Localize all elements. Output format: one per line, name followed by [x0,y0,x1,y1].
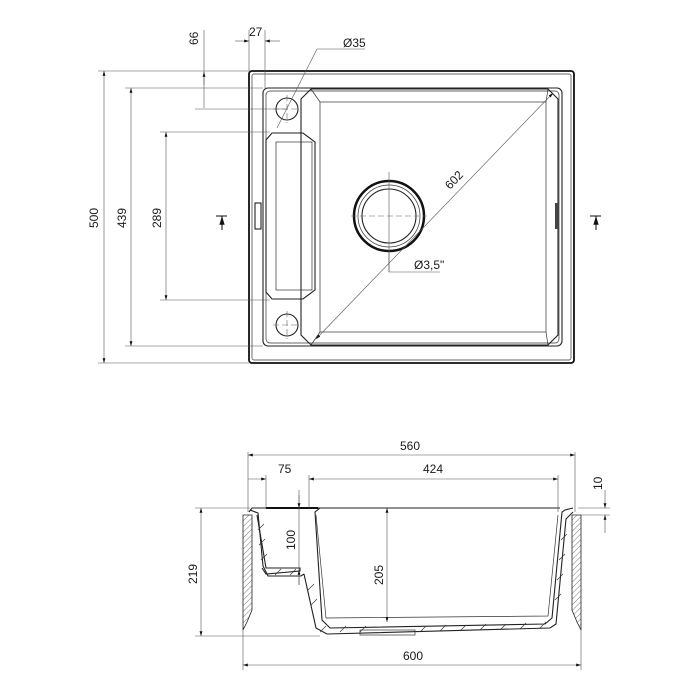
drainer-recess [265,132,316,300]
sink-section-profile [248,507,574,636]
section-marker-left [216,215,227,230]
dim-tap-offset-x: 27 [249,25,263,39]
dim-drain-diameter: Ø3,5" [414,258,444,272]
sink-outer-outline [248,70,575,364]
countertop-left [242,514,253,631]
dim-drainer-depth: 100 [284,530,298,550]
dim-overall-depth: 500 [87,208,101,228]
dim-diagonal: 602 [442,168,466,192]
dim-total-height: 219 [186,564,200,584]
dim-inner-depth: 439 [115,208,129,228]
section-marker-right [590,215,601,230]
dim-rim-height: 10 [591,476,605,490]
dim-overall-width: 600 [403,649,423,663]
dim-drainer-length: 289 [150,208,164,228]
dim-tap-offset-y: 66 [187,31,201,45]
dim-bowl-depth: 205 [372,565,386,585]
dim-bowl-width: 424 [423,462,443,476]
overflow-slot-right [555,203,558,229]
top-view: 602 Ø3,5" Ø35 27 66 500 439 289 [87,25,601,364]
dim-tap-diameter: Ø35 [343,36,366,50]
dim-drainer-width: 75 [278,462,292,476]
dim-inner-width: 560 [400,439,420,453]
countertop-right [571,514,582,631]
sink-inner-rim [262,87,563,347]
section-view: 560 75 424 10 219 100 205 600 [186,439,610,670]
overflow-slot-left [254,202,262,230]
